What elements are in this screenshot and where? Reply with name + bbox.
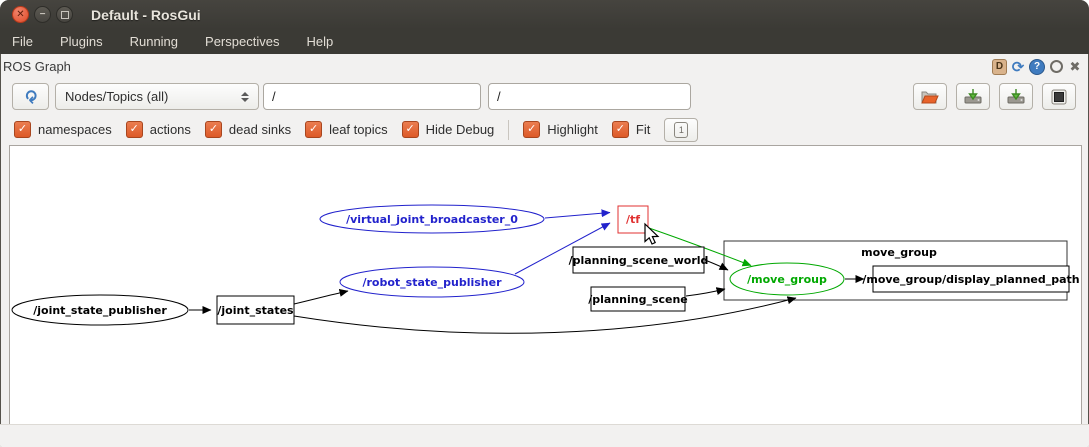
node-tf[interactable]: /tf — [617, 205, 649, 234]
window-maximize-button[interactable] — [56, 6, 73, 23]
edge-joint-states-to-move-group — [293, 296, 797, 334]
node-label: /planning_scene_world — [569, 254, 709, 267]
save-dot-button[interactable] — [956, 83, 990, 110]
graph-toolbar: ⟳ Nodes/Topics (all) — [0, 78, 1089, 115]
checkbox-actions[interactable]: ✓ actions — [125, 121, 191, 138]
topic-filter-input[interactable] — [488, 83, 691, 110]
separator — [508, 119, 510, 140]
node-label: /move_group/display_planned_path — [862, 273, 1079, 286]
checkbox-dead-sinks[interactable]: ✓ dead sinks — [204, 121, 292, 138]
ros-graph-panel-header: ROS Graph D ⟳ ? ✖ — [0, 55, 1089, 78]
checkbox-label: leaf topics — [329, 122, 388, 137]
checkbox-label: Hide Debug — [425, 122, 495, 137]
node-virtual-joint-broadcaster[interactable]: /virtual_joint_broadcaster_0 — [319, 204, 545, 234]
edge-psw-to-move-group — [704, 259, 729, 271]
refresh-icon: ⟳ — [21, 89, 41, 104]
node-label: /robot_state_publisher — [362, 276, 502, 289]
graph-edges — [189, 209, 865, 334]
checkbox-hide-debug[interactable]: ✓ Hide Debug — [401, 121, 495, 138]
menu-help[interactable]: Help — [306, 34, 334, 49]
menu-perspectives[interactable]: Perspectives — [205, 34, 280, 49]
node-label: /virtual_joint_broadcaster_0 — [346, 213, 518, 226]
node-display-planned-path[interactable]: /move_group/display_planned_path — [862, 265, 1080, 293]
save-dot-icon — [964, 89, 982, 104]
node-filter-input[interactable] — [263, 83, 481, 110]
node-planning-scene[interactable]: /planning_scene — [588, 286, 688, 312]
checkbox-label: actions — [149, 122, 191, 137]
checkbox-checked-icon: ✓ — [401, 121, 419, 138]
node-joint-state-publisher[interactable]: /joint_state_publisher — [11, 294, 189, 326]
checkbox-label: dead sinks — [228, 122, 292, 137]
checkbox-checked-icon: ✓ — [523, 121, 541, 138]
checkbox-namespaces[interactable]: ✓ namespaces — [14, 121, 112, 138]
refresh-graph-button[interactable]: ⟳ — [12, 83, 49, 110]
menu-file[interactable]: File — [12, 34, 33, 49]
node-move-group[interactable]: /move_group — [729, 262, 845, 296]
zoom-one-icon: 1 — [674, 121, 689, 138]
edge-tf-to-move-group — [648, 227, 752, 267]
float-circle-icon — [1049, 60, 1063, 73]
checkbox-fit[interactable]: ✓ Fit — [611, 121, 651, 138]
menu-plugins[interactable]: Plugins — [59, 34, 103, 49]
reload-plugin-icon[interactable]: ⟳ — [1011, 58, 1025, 76]
edge-ps-to-move-group — [685, 287, 726, 297]
menu-running[interactable]: Running — [129, 34, 179, 49]
screen-icon — [1051, 89, 1067, 104]
node-label: /joint_states — [217, 304, 294, 317]
window-title: Default - RosGui — [91, 6, 201, 23]
panel-close-icon[interactable]: ✖ — [1069, 58, 1081, 74]
titlebar: ✕ − Default - RosGui — [0, 0, 1089, 29]
maximize-icon — [60, 10, 69, 19]
node-graph: move_group /joint_state_publisher — [11, 204, 1080, 334]
checkbox-checked-icon: ✓ — [125, 121, 143, 138]
edge-vjb-to-tf — [544, 209, 611, 219]
spinner-arrows-icon — [241, 91, 249, 102]
edge-joint-states-to-rsp — [293, 288, 349, 305]
help-icon[interactable]: ? — [1029, 58, 1045, 75]
graph-type-dropdown[interactable]: Nodes/Topics (all) — [55, 83, 259, 110]
open-folder-icon — [921, 91, 939, 103]
edge-rsp-to-tf — [514, 222, 611, 275]
node-planning-scene-world[interactable]: /planning_scene_world — [569, 246, 709, 274]
dock-icon[interactable]: D — [992, 58, 1007, 75]
float-panel-icon[interactable] — [1048, 59, 1064, 75]
checkbox-label: namespaces — [38, 122, 112, 137]
graph-options-row: ✓ namespaces ✓ actions ✓ dead sinks ✓ leaf t… — [0, 115, 1089, 144]
checkbox-highlight[interactable]: ✓ Highlight — [523, 121, 598, 138]
checkbox-leaf-topics[interactable]: ✓ leaf topics — [305, 121, 388, 138]
menubar: File Plugins Running Perspectives Help — [0, 29, 1089, 54]
window-close-button[interactable]: ✕ — [12, 6, 29, 23]
checkbox-checked-icon: ✓ — [611, 121, 629, 138]
node-robot-state-publisher[interactable]: /robot_state_publisher — [339, 266, 525, 298]
node-label: /joint_state_publisher — [33, 304, 167, 317]
node-label: /planning_scene — [588, 293, 688, 306]
checkbox-checked-icon: ✓ — [204, 121, 222, 138]
mouse-cursor-icon — [644, 222, 660, 245]
checkbox-label: Fit — [635, 122, 651, 137]
checkbox-label: Highlight — [547, 122, 598, 137]
panel-title: ROS Graph — [3, 59, 71, 74]
node-label: /move_group — [747, 273, 827, 286]
graph-canvas[interactable]: move_group /joint_state_publisher — [9, 145, 1082, 425]
graph-type-value: Nodes/Topics (all) — [65, 89, 169, 104]
checkbox-checked-icon: ✓ — [305, 121, 323, 138]
checkbox-checked-icon: ✓ — [14, 121, 31, 138]
node-label: /tf — [626, 213, 640, 226]
cluster-label: move_group — [861, 246, 937, 259]
statusbar — [0, 424, 1089, 447]
node-joint-states[interactable]: /joint_states — [216, 295, 295, 325]
save-image-icon — [1007, 89, 1025, 104]
load-dot-button[interactable] — [913, 83, 947, 110]
save-image-button[interactable] — [999, 83, 1033, 110]
zoom-original-button[interactable]: 1 — [664, 117, 699, 142]
fit-in-view-button[interactable] — [1042, 83, 1076, 110]
window-minimize-button[interactable]: − — [34, 6, 51, 23]
